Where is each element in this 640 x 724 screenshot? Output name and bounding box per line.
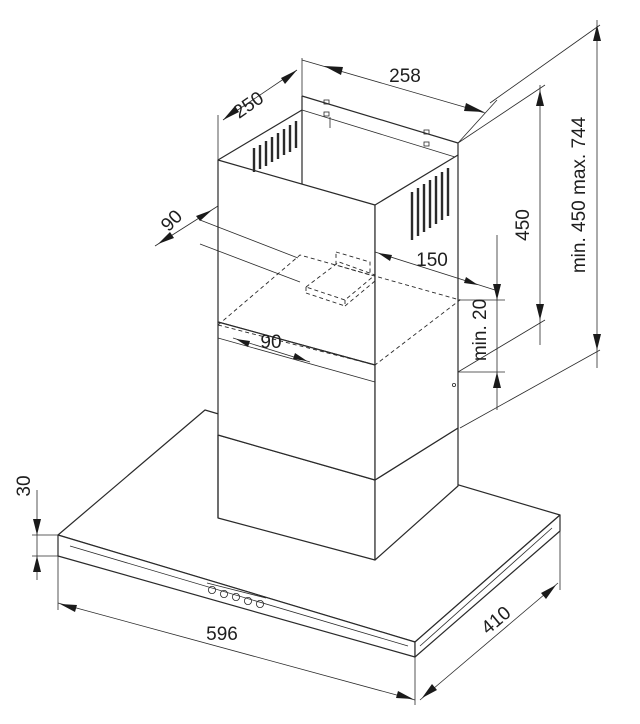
label-canopy-width: 596 [206,624,238,645]
canopy-edge-line [69,545,409,647]
chimney-overlap-line [217,337,376,383]
hole-icon [423,129,430,135]
screw-icon [451,382,456,387]
dim-hole-width: 150 [374,250,496,291]
dim-hole-offset-front: 90 [232,332,311,363]
control-knob-icon [243,597,252,606]
label-total-height: min. 450 max. 744 [569,116,590,273]
label-min-gap: min. 20 [470,299,491,361]
dim-top-depth: 258 [301,59,498,144]
label-canopy-thickness: 30 [14,475,35,496]
hole-icon [423,141,430,147]
control-panel [206,582,267,609]
label-hole-width: 150 [416,250,448,271]
mounting-holes [323,99,430,147]
label-top-depth: 258 [389,66,421,87]
upper-chimney [217,95,459,481]
chimney-back-top [301,95,459,144]
vent-slots-left [252,121,298,172]
control-knob-icon [207,586,216,595]
duct-inner [335,251,371,276]
chimney-back-rim [301,109,456,158]
label-canopy-depth: 410 [478,603,516,639]
dim-min-gap: min. 20 [458,235,505,410]
chimney-side-face [374,154,459,481]
dim-total-height: min. 450 max. 744 [459,20,601,429]
label-chimney-height: 450 [513,209,534,241]
control-panel-outline [206,582,267,599]
dim-chimney-height: 450 [457,84,546,373]
chimney-left-top [217,109,303,161]
vent-slots-right [410,168,450,240]
label-hole-offset-left: 90 [157,206,187,236]
dim-canopy-thickness: 30 [14,475,58,580]
control-knob-icon [231,593,240,602]
hole-icon [323,99,330,105]
label-hole-offset-front: 90 [260,332,281,353]
dim-canopy-width: 596 [57,556,416,705]
canopy-edge-line-side [419,527,553,647]
control-knob-icon [219,590,228,599]
hole-icon [323,111,330,117]
control-knob-icon [255,600,264,609]
